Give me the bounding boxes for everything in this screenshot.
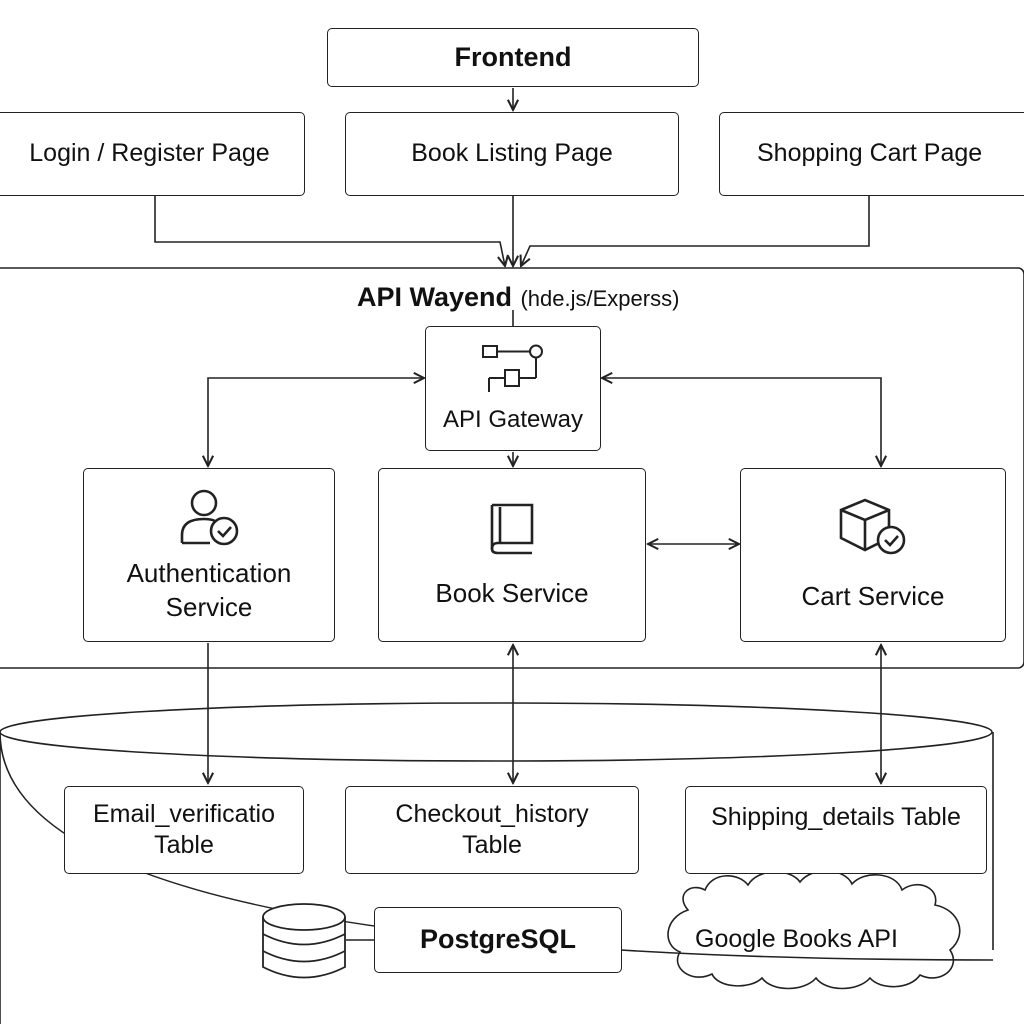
api-gateway-label: API Gateway — [442, 405, 584, 433]
email-verification-line-1: Email_verificatio — [92, 799, 275, 828]
database-cylinder-top — [0, 702, 993, 762]
checkout-history-table-label: Checkout_history Table — [395, 799, 588, 862]
book-service-label: Book Service — [435, 578, 589, 609]
page-book-listing: Book Listing Page — [345, 112, 679, 196]
authentication-service-line-1: Authentication — [126, 558, 292, 589]
backend-title-row: API Wayend (hde.js/Experss) — [357, 282, 679, 313]
page-book-listing-label: Book Listing Page — [411, 139, 613, 168]
database-icon — [262, 903, 346, 979]
book-icon — [490, 503, 534, 555]
box-check-icon — [839, 498, 906, 555]
authentication-service-line-2: Service — [165, 592, 253, 622]
backend-title: API Wayend — [357, 282, 513, 312]
shipping-details-table-label: Shipping_details Table — [711, 803, 961, 831]
frontend-title: Frontend — [454, 41, 572, 72]
postgresql-label: PostgreSQL — [419, 924, 577, 955]
checkout-history-line-1: Checkout_history — [395, 799, 589, 828]
page-shopping-cart: Shopping Cart Page — [719, 112, 1024, 196]
page-login-register: Login / Register Page — [0, 112, 305, 196]
cart-service-box: Cart Service — [740, 468, 1006, 642]
shipping-details-table: Shipping_details Table — [685, 786, 987, 874]
email-verification-table-label: Email_verificatio Table — [93, 799, 275, 862]
cart-service-label: Cart Service — [801, 581, 945, 612]
authentication-service-label: Authentication Service — [127, 557, 292, 625]
google-books-api-label: Google Books API — [695, 925, 898, 953]
database-cylinder — [0, 731, 994, 1024]
checkout-history-line-2: Table — [462, 831, 522, 859]
api-gateway-box: API Gateway — [425, 326, 601, 451]
checkout-history-table: Checkout_history Table — [345, 786, 639, 874]
user-check-icon — [180, 489, 239, 546]
authentication-service-box: Authentication Service — [83, 468, 335, 642]
frontend-box: Frontend — [327, 28, 699, 87]
postgresql-box: PostgreSQL — [374, 907, 622, 973]
book-service-box: Book Service — [378, 468, 646, 642]
gateway-flow-icon — [482, 344, 543, 392]
page-login-register-label: Login / Register Page — [29, 139, 270, 168]
email-verification-table: Email_verificatio Table — [64, 786, 304, 874]
page-shopping-cart-label: Shopping Cart Page — [757, 139, 983, 168]
backend-subtitle: (hde.js/Experss) — [520, 286, 680, 311]
email-verification-line-2: Table — [154, 831, 214, 859]
